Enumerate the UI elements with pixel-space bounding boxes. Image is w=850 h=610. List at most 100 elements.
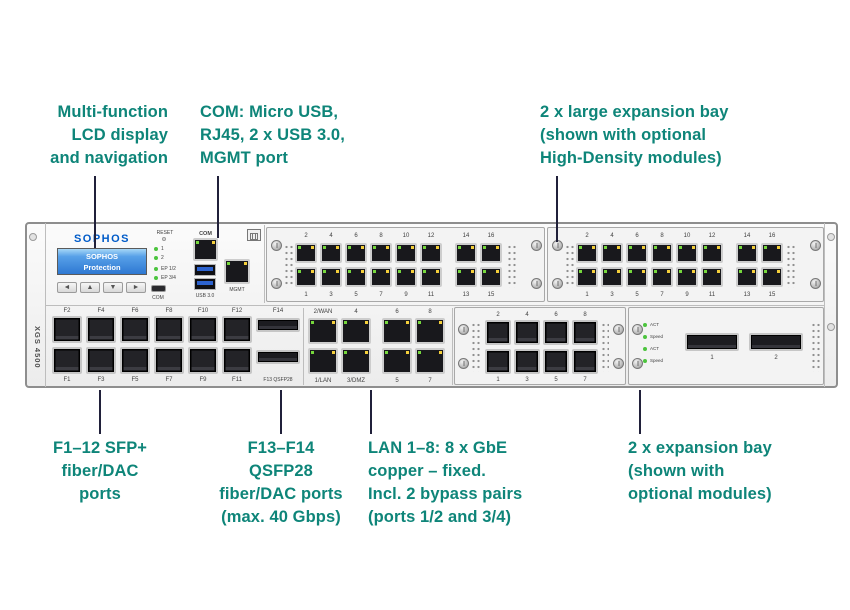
lcd-text-line1: SOPHOS bbox=[85, 252, 119, 261]
port-number: 7 bbox=[660, 292, 664, 298]
port-number: 16 bbox=[487, 233, 495, 239]
port-label: F6 bbox=[131, 308, 139, 314]
port-number: 2 bbox=[774, 355, 778, 361]
rj45-port bbox=[395, 267, 417, 287]
port-number: 7 bbox=[379, 292, 383, 298]
thumbscrew bbox=[531, 278, 542, 289]
callout-sfp: F1–12 SFP+ fiber/DAC ports bbox=[30, 437, 170, 506]
lcd-nav-button-right: ► bbox=[126, 282, 146, 293]
sfp-port bbox=[543, 349, 569, 374]
rj45-port bbox=[420, 267, 442, 287]
mgmt-port bbox=[224, 259, 250, 284]
rj45-port bbox=[676, 243, 698, 263]
port-number: 3 bbox=[610, 292, 614, 298]
thumbscrew bbox=[613, 358, 624, 369]
lcd-nav-button-left: ◄ bbox=[57, 282, 77, 293]
callout-text: (shown with bbox=[628, 462, 725, 480]
port-number: 8 bbox=[660, 233, 664, 239]
rj45-port bbox=[676, 267, 698, 287]
qsfp-port bbox=[749, 333, 803, 351]
port-number: 7 bbox=[583, 377, 587, 383]
callout-connector-qsfp bbox=[280, 390, 282, 434]
status-led-label: 1 bbox=[161, 246, 164, 252]
port-number: 9 bbox=[685, 292, 689, 298]
panel-seam bbox=[264, 225, 265, 303]
callout-connector-expansion bbox=[639, 390, 641, 434]
vent-dots bbox=[284, 244, 293, 288]
callout-text: 2 x large expansion bay bbox=[540, 103, 729, 121]
sfp-port bbox=[154, 316, 184, 343]
panel-seam bbox=[303, 308, 304, 385]
port-label: F12 bbox=[231, 308, 243, 314]
rj45-port bbox=[576, 243, 598, 263]
rj45-port bbox=[651, 243, 673, 263]
rj45-port bbox=[455, 267, 477, 287]
rj45-port bbox=[320, 267, 342, 287]
callout-text: LCD display bbox=[71, 126, 168, 144]
rj45-port bbox=[295, 267, 317, 287]
port-number: 15 bbox=[487, 292, 495, 298]
thumbscrew bbox=[552, 278, 563, 289]
callout-text: (ports 1/2 and 3/4) bbox=[368, 508, 512, 526]
sfp-port bbox=[154, 347, 184, 374]
thumbscrew bbox=[632, 324, 643, 335]
rj45-port bbox=[345, 243, 367, 263]
port-number: 4 bbox=[610, 233, 614, 239]
port-label: 7 bbox=[428, 378, 432, 384]
thumbscrew bbox=[632, 358, 643, 369]
port-number: 11 bbox=[708, 292, 716, 298]
callout-text: (max. 40 Gbps) bbox=[221, 508, 341, 526]
rj45-port bbox=[341, 318, 371, 344]
port-diagram-icon bbox=[247, 229, 261, 241]
lcd-nav-button-up: ▲ bbox=[80, 282, 100, 293]
module-led bbox=[643, 323, 647, 327]
thumbscrew bbox=[458, 358, 469, 369]
qsfp-port bbox=[256, 318, 300, 332]
rack-screw-hole bbox=[827, 233, 835, 241]
port-label-f14: F14 bbox=[272, 308, 284, 314]
rj45-port bbox=[701, 267, 723, 287]
com-label: COM bbox=[199, 231, 212, 237]
brand-logo: SOPHOS bbox=[73, 233, 131, 245]
port-number: 3 bbox=[525, 377, 529, 383]
module-led bbox=[643, 335, 647, 339]
port-number: 3 bbox=[329, 292, 333, 298]
rj45-port bbox=[626, 243, 648, 263]
callout-qsfp: F13–F14 QSFP28 fiber/DAC ports (max. 40 … bbox=[203, 437, 359, 529]
callout-connector-large-bay bbox=[556, 176, 558, 242]
port-number: 6 bbox=[635, 233, 639, 239]
port-label: 1/LAN bbox=[314, 378, 332, 384]
callout-text: LAN 1–8: 8 x GbE bbox=[368, 439, 508, 457]
sfp-port bbox=[514, 320, 540, 345]
rj45-port bbox=[480, 243, 502, 263]
rj45-port bbox=[345, 267, 367, 287]
thumbscrew bbox=[810, 278, 821, 289]
rj45-port bbox=[601, 243, 623, 263]
sfp-port bbox=[485, 320, 511, 345]
port-number: 1 bbox=[710, 355, 714, 361]
rj45-port bbox=[415, 348, 445, 374]
port-number: 1 bbox=[304, 292, 308, 298]
module-led-label: ACT bbox=[650, 322, 659, 327]
micro-usb-label: COM bbox=[152, 295, 164, 301]
port-number: 8 bbox=[583, 312, 587, 318]
callout-text: 2 x expansion bay bbox=[628, 439, 772, 457]
qsfp-stack: F14 F13 QSFP28 bbox=[254, 307, 302, 385]
port-number: 5 bbox=[554, 377, 558, 383]
rj45-port bbox=[382, 348, 412, 374]
rj45-port bbox=[736, 267, 758, 287]
rj45-port bbox=[370, 243, 392, 263]
port-number: 5 bbox=[635, 292, 639, 298]
status-led bbox=[154, 267, 158, 271]
port-label: F2 bbox=[63, 308, 71, 314]
rj45-port bbox=[341, 348, 371, 374]
callout-text: High-Density modules) bbox=[540, 149, 722, 167]
port-number: 2 bbox=[304, 233, 308, 239]
status-led-label: 2 bbox=[161, 255, 164, 261]
sfp-port bbox=[543, 320, 569, 345]
qsfp-port bbox=[685, 333, 739, 351]
vent-dots bbox=[601, 322, 609, 372]
port-label: 8 bbox=[428, 309, 432, 315]
